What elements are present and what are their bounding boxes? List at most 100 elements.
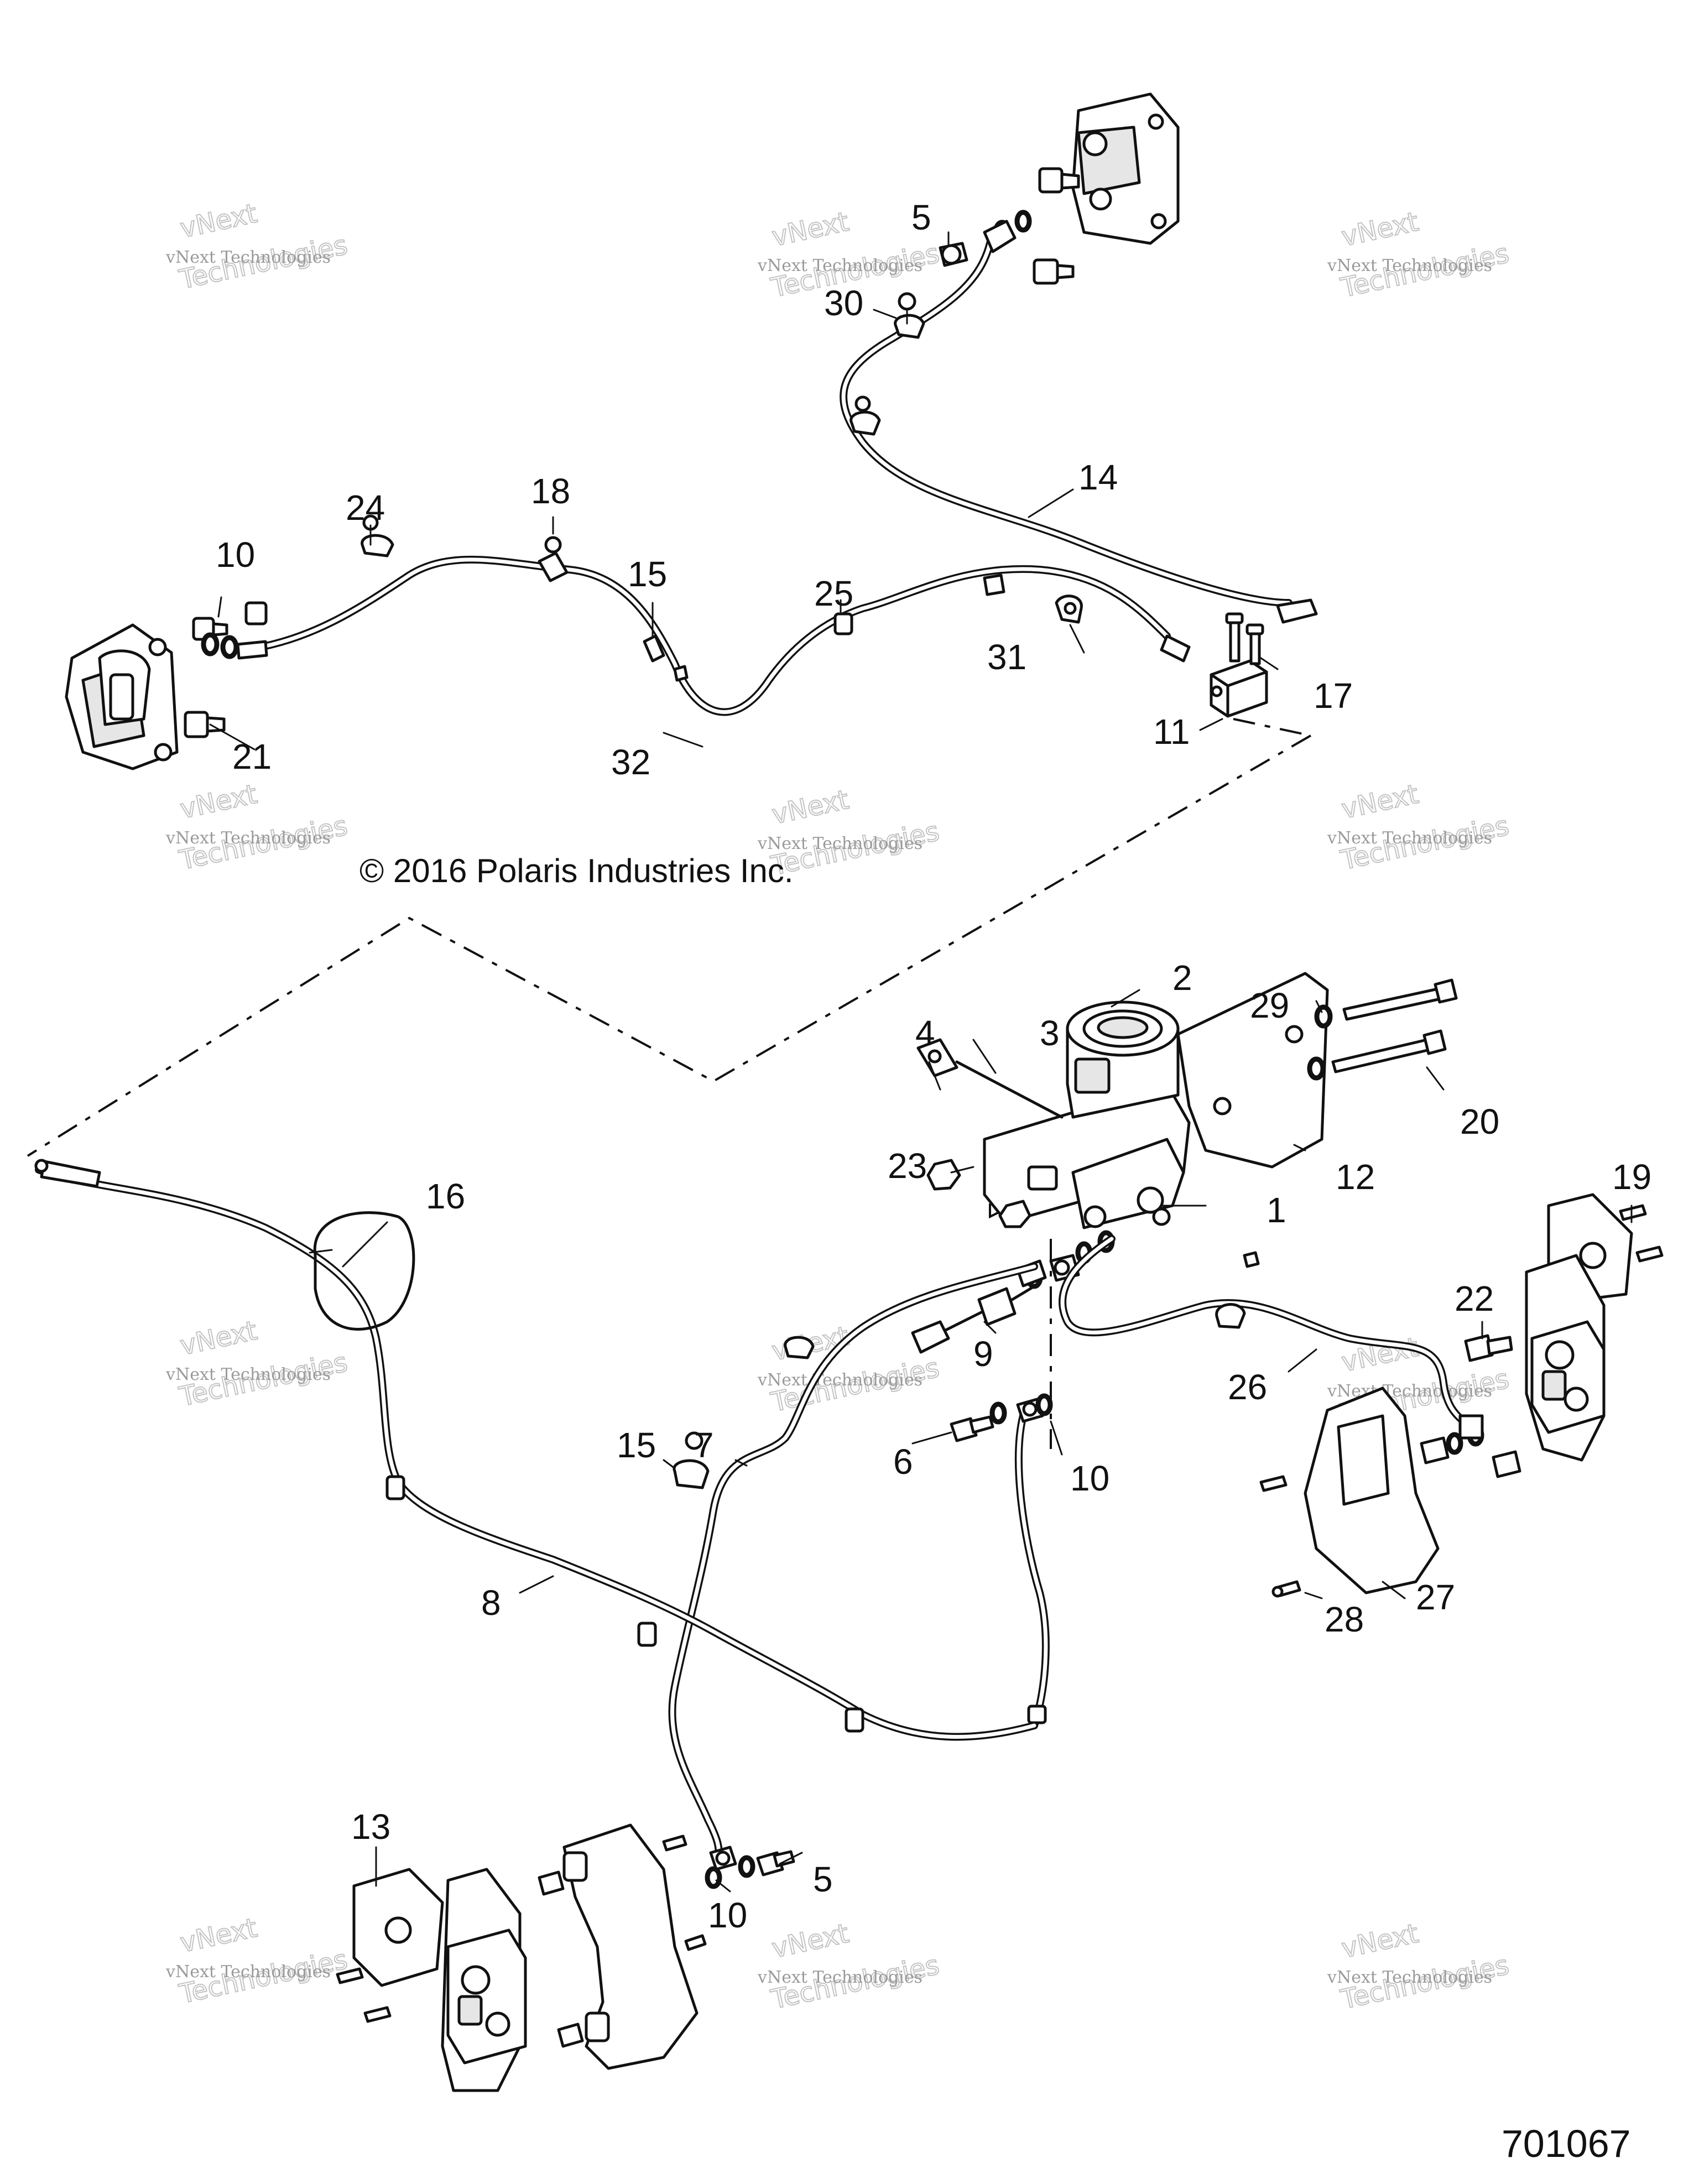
shield-27 (1304, 1386, 1440, 1594)
clip-26 (1215, 1303, 1246, 1329)
label-25: 25 (814, 574, 853, 613)
clip-25 (833, 612, 853, 635)
svg-text:vNext Technologies: vNext Technologies (757, 834, 923, 853)
watermark-low-center: vNext Technologies vNext Technologies (757, 1320, 942, 1419)
clip-15-lower (673, 1431, 710, 1489)
clip-31 (1055, 595, 1083, 624)
label-14: 14 (1078, 457, 1118, 497)
cable-8-end-ball (34, 1159, 49, 1173)
svg-text:vNext Technologies: vNext Technologies (757, 1968, 923, 1987)
reservoir-2 (1066, 1000, 1180, 1119)
brake-line-32-left-fitting (236, 640, 268, 660)
washer-20 (1307, 1056, 1326, 1081)
label-26: 26 (1228, 1367, 1267, 1407)
watermark-mid-left: vNext Technologies vNext Technologies (165, 778, 351, 877)
label-13: 13 (351, 1807, 390, 1847)
sealing-washer-10-b (1035, 1393, 1053, 1416)
front-caliper-upper-left (65, 623, 179, 770)
label-10-lower: 10 (708, 1895, 747, 1935)
svg-text:vNext: vNext (1339, 1918, 1421, 1964)
label-10-top: 10 (216, 535, 255, 575)
banjo-bolt-left-b (244, 601, 268, 626)
watermark-top-left: vNext Technologies vNext Technologies (165, 197, 351, 296)
label-27: 27 (1416, 1577, 1455, 1617)
label-28: 28 (1325, 1599, 1364, 1639)
label-15-top: 15 (628, 554, 667, 594)
junction-block-11 (1210, 659, 1268, 718)
hose-end-fitting-top (983, 220, 1017, 253)
pushrod-clevis-4 (916, 1038, 958, 1077)
caliper-bolt-21 (184, 711, 226, 738)
cable-tie-16 (313, 1211, 415, 1331)
label-5-top: 5 (911, 197, 931, 237)
svg-text:vNext: vNext (178, 1315, 260, 1362)
svg-text:vNext Technologies: vNext Technologies (1327, 1968, 1492, 1987)
watermark-low-left: vNext Technologies vNext Technologies (165, 1315, 351, 1413)
label-6: 6 (893, 1442, 913, 1482)
sealing-washer-lower-a (705, 1866, 722, 1889)
assembly-boundary-dashed-top (1233, 718, 1311, 737)
svg-text:vNext: vNext (769, 1918, 852, 1964)
part-labels: 5 30 14 24 18 15 25 10 21 32 31 11 17 4 … (216, 197, 1651, 1935)
screw-26-clip (1243, 1251, 1260, 1268)
banjo-bolt-top (939, 242, 968, 267)
diagram-id: 701067 (1502, 2122, 1631, 2165)
clip-30 (894, 292, 925, 339)
svg-text:vNext Technologies: vNext Technologies (1327, 1382, 1492, 1401)
label-30: 30 (824, 283, 863, 323)
banjo-fitting-lower (709, 1846, 737, 1871)
label-5-lower: 5 (813, 1859, 833, 1899)
svg-text:vNext: vNext (178, 1912, 260, 1959)
brake-line-32-fitting (1160, 634, 1191, 663)
screw-17-a (1225, 612, 1244, 663)
bolt-lower-bracket-a (538, 1870, 565, 1896)
clip-15-top (643, 634, 689, 682)
banjo-bolt-6 (950, 1415, 994, 1442)
bracket-13 (352, 1868, 444, 1987)
screw-13-b (363, 2006, 392, 2023)
washer-29 (1314, 1004, 1333, 1029)
watermark-bottom-left: vNext Technologies vNext Technologies (165, 1912, 351, 2010)
rear-caliper-lower-left (441, 1868, 527, 2092)
brake-line-14-fitting (1276, 598, 1318, 624)
bolt-22 (1464, 1334, 1513, 1362)
sealing-washer-left-b (220, 635, 239, 659)
svg-text:vNext Technologies: vNext Technologies (1327, 828, 1492, 848)
leader-lines (209, 231, 1633, 1893)
bracket-12 (1176, 972, 1329, 1169)
svg-text:vNext: vNext (769, 206, 852, 253)
pushrod-3 (955, 1060, 1064, 1119)
watermark-top-right: vNext Technologies vNext Technologies (1327, 206, 1512, 304)
label-3: 3 (1040, 1013, 1060, 1053)
clip-8-b (637, 1622, 657, 1647)
label-24: 24 (346, 488, 385, 528)
sealing-washer-left-a (201, 632, 220, 656)
screw-lower-bracket-d (684, 1934, 707, 1951)
watermark-bottom-right: vNext Technologies vNext Technologies (1327, 1917, 1512, 2016)
label-17: 17 (1314, 676, 1353, 716)
copyright-notice: © 2016 Polaris Industries Inc. (359, 852, 794, 889)
banjo-fitting-right-caliper (1458, 1414, 1484, 1440)
label-20: 20 (1460, 1102, 1499, 1141)
screw-28 (1271, 1580, 1301, 1598)
svg-text:vNext Technologies: vNext Technologies (165, 828, 331, 848)
bolt-lower-bracket-b (557, 2023, 584, 2048)
label-18: 18 (531, 471, 570, 511)
bolt-20 (1331, 1029, 1447, 1073)
svg-text:vNext Technologies: vNext Technologies (757, 256, 923, 275)
clip-7-top (784, 1336, 815, 1359)
caliper-bolt-right-b (1492, 1450, 1521, 1478)
clip-clamp-mid (983, 574, 1005, 596)
label-23: 23 (888, 1146, 927, 1186)
label-4: 4 (915, 1013, 935, 1053)
nut-23 (926, 1159, 961, 1191)
label-32: 32 (611, 742, 650, 782)
clip-8-a (385, 1475, 405, 1500)
rear-caliper-right (1525, 1254, 1606, 1462)
cable-8-end (40, 1160, 101, 1188)
svg-text:vNext Technologies: vNext Technologies (165, 1365, 331, 1384)
rear-caliper-upper (1071, 92, 1180, 245)
label-8: 8 (481, 1583, 501, 1623)
label-10-mid: 10 (1070, 1458, 1109, 1498)
